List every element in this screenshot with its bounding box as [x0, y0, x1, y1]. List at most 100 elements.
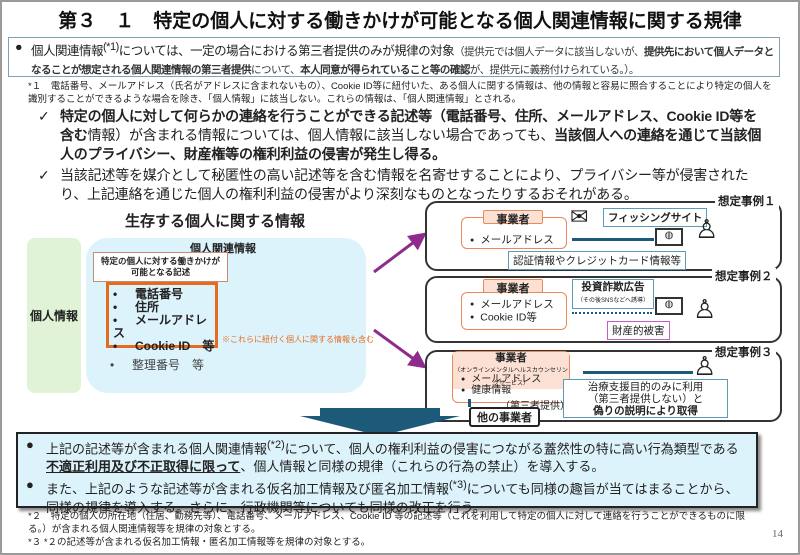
bullet: ● — [15, 40, 23, 54]
footnote-1: *１ 電話番号、メールアドレス（氏名がアドレスに含まれないもの）、Cookie … — [28, 81, 772, 105]
business-label: 事業者 — [483, 210, 543, 226]
arrow-down — [468, 399, 471, 407]
arrow-to-case1 — [373, 232, 427, 274]
text: 、個人情報と同様の規律（これらの行為の禁止）を導入する。 — [240, 459, 605, 475]
arrow-to-case3 — [373, 328, 427, 369]
check-item: ✓ 特定の個人に対して何らかの連絡を行うことができる記述等（電話番号、住所、メール… — [38, 107, 768, 164]
text: 特定の個人に対して何らかの連絡を行うことができる記述等（電話番号、住所、メールア… — [60, 108, 757, 143]
conclusion-item: ● また、上記のような記述等が含まれる仮名加工情報及び匿名加工情報(*3)について… — [26, 476, 750, 516]
text: 投資詐欺広告 — [581, 281, 645, 293]
text: メールアドレス — [480, 234, 554, 246]
contact-label-box: 特定の個人に対する働きかけが可能となる記述 — [93, 252, 228, 282]
list-item: •住所 — [113, 301, 215, 314]
arrow-left — [572, 238, 654, 241]
label: 個人情報 — [29, 309, 78, 323]
deception-tag: 治療支援目的のみに利用（第三者提供しない）と偽りの説明により取得 — [563, 379, 728, 418]
bullet: ● — [470, 236, 475, 244]
list-item: • Cookie ID 等 — [113, 340, 215, 353]
bullet: • — [113, 313, 118, 327]
laptop-icon: ◍ — [655, 228, 683, 246]
text: Cookie ID等 — [480, 311, 537, 324]
list-item: ●Cookie ID等 — [470, 311, 554, 324]
text: 上記の記述等が含まれる個人関連情報 — [46, 441, 268, 457]
footnotes: *２ 特定の個人の所在地（住居、勤務先等）、電話番号、メールアドレス、Cooki… — [28, 510, 758, 549]
case-title: 想定事例３ — [712, 344, 776, 360]
laptop-icon: ◍ — [655, 297, 683, 315]
text: （第三者提供しない）と — [587, 393, 704, 405]
dotted-arrow — [572, 312, 652, 314]
list-item: •電話番号 — [113, 288, 215, 301]
text: メールアドレス — [480, 298, 554, 311]
case-title: 想定事例２ — [712, 268, 776, 284]
credential-tag: 認証情報やクレジットカード情報等 — [508, 251, 686, 270]
text: 整理番号 等 — [132, 358, 205, 372]
text: については、一定の場合における第三者提供のみが規律の対象 — [118, 44, 455, 59]
text: 当該個人への連絡を通じて当該個人のプライバシー、財産権等の権利利益の侵害が発生し… — [60, 127, 762, 162]
summary-box: ● 個人関連情報(*1)については、一定の場合における第三者提供のみが規律の対象… — [8, 37, 780, 77]
note: ※これらに紐付く個人に関する情報も含む — [222, 335, 374, 344]
footnote-ref: (*3) — [449, 479, 467, 492]
slide-title: 第３ １ 特定の個人に対する働きかけが可能となる個人関連情報に関する規律 — [58, 11, 742, 32]
list: ● メールアドレス ●Cookie ID等 — [470, 298, 554, 325]
bullet: • — [110, 358, 115, 372]
text: について、 — [251, 64, 301, 77]
business-label: 事業者 （オンラインメンタルヘルスカウンセリングサービス） — [453, 352, 569, 389]
contact-items-box: •電話番号 •住所 •メールアドレス •Cookie ID 等 — [106, 282, 218, 353]
check-icon: ✓ — [38, 108, 50, 124]
text: 事業者 — [495, 352, 527, 364]
damage-tag: 財産的被害 — [607, 321, 670, 340]
business-label: 事業者 — [483, 279, 543, 295]
footnote-ref: (*2) — [267, 439, 285, 451]
provide-label: （第三者提供） — [500, 397, 570, 412]
text: についても同様の趣旨が当てはまることから、同様の規律を導入する。さらに、行政機関… — [46, 481, 739, 515]
text: 提供先において個人データとなることが想定される個人関連情報の第三者提供 — [31, 46, 774, 77]
list-item: ● メールアドレス — [470, 298, 554, 311]
personal-info-box: 個人情報 — [27, 238, 81, 393]
text: 本人同意が得られていること等の確認 — [300, 64, 470, 77]
bullet: ● — [26, 477, 34, 493]
list-item: ● メールアドレス — [470, 232, 554, 247]
phishing-tag: フィッシングサイト — [603, 208, 708, 227]
bullet: • — [113, 339, 118, 353]
bullet: • — [113, 287, 118, 301]
person-icon: ♙ — [693, 294, 717, 324]
text: 個人関連情報 — [31, 44, 104, 59]
bullet: ● — [470, 301, 475, 308]
footnote-2: *２ 特定の個人の所在地（住居、勤務先等）、電話番号、メールアドレス、Cooki… — [28, 511, 746, 535]
text: 情報）が含まれる情報については、個人情報に該当しない場合であっても、 — [87, 127, 555, 143]
check-icon: ✓ — [38, 167, 50, 183]
text: 不適正利用及び不正取得に限って — [46, 459, 241, 475]
conclusion-box: ● 上記の記述等が含まれる個人関連情報(*2)について、個人の権利利益の侵害につな… — [16, 432, 758, 515]
text: また、上記のような記述等が含まれる仮名加工情報及び匿名加工情報 — [46, 481, 450, 497]
person-icon: ♙ — [693, 351, 717, 381]
other-item: • 整理番号 等 — [110, 356, 204, 373]
arrow-left — [583, 371, 693, 374]
check-list: ✓ 特定の個人に対して何らかの連絡を行うことができる記述等（電話番号、住所、メール… — [38, 107, 768, 206]
text: （オンラインメンタルヘルスカウンセリングサービス） — [454, 368, 568, 387]
list-item: ●メールアドレス — [461, 374, 541, 385]
bullet: ● — [461, 387, 466, 395]
mail-icon: ✉ — [570, 204, 589, 229]
text: 健康情報 — [471, 385, 512, 397]
footnote-3: *３ *２の記述等が含まれる仮名加工情報・匿名加工情報等を規律の対象とする。 — [28, 537, 371, 548]
other-business: 他の事業者 — [469, 407, 540, 427]
case-title: 想定事例１ — [715, 193, 779, 209]
list-item: •メールアドレス — [113, 314, 215, 340]
bullet: ● — [26, 437, 34, 452]
investment-fraud-tag: 投資詐欺広告（その後SNSなどへ誘導） — [572, 279, 655, 309]
text: について、個人の権利利益の侵害につながる蓋然性の特に高い行為類型である — [284, 441, 739, 457]
list-item: ● 健康情報 — [461, 385, 541, 396]
text: 住所 — [135, 300, 160, 314]
person-icon: ♙ — [695, 214, 719, 244]
text: （提供元では個人データに該当しないが、 — [454, 46, 644, 59]
text: Cookie ID 等 — [135, 339, 215, 353]
arrows — [373, 232, 427, 369]
down-arrow-icon — [300, 408, 460, 436]
text: 治療支援目的のみに利用 — [587, 381, 704, 393]
bullet: ● — [461, 376, 466, 383]
conclusion-item: ● 上記の記述等が含まれる個人関連情報(*2)について、個人の権利利益の侵害につな… — [26, 436, 750, 476]
text: が、提供元に義務付けられている。）。 — [469, 64, 639, 77]
text: 偽りの説明により取得 — [593, 405, 698, 417]
diagram-heading: 生存する個人に関する情報 — [125, 213, 306, 230]
